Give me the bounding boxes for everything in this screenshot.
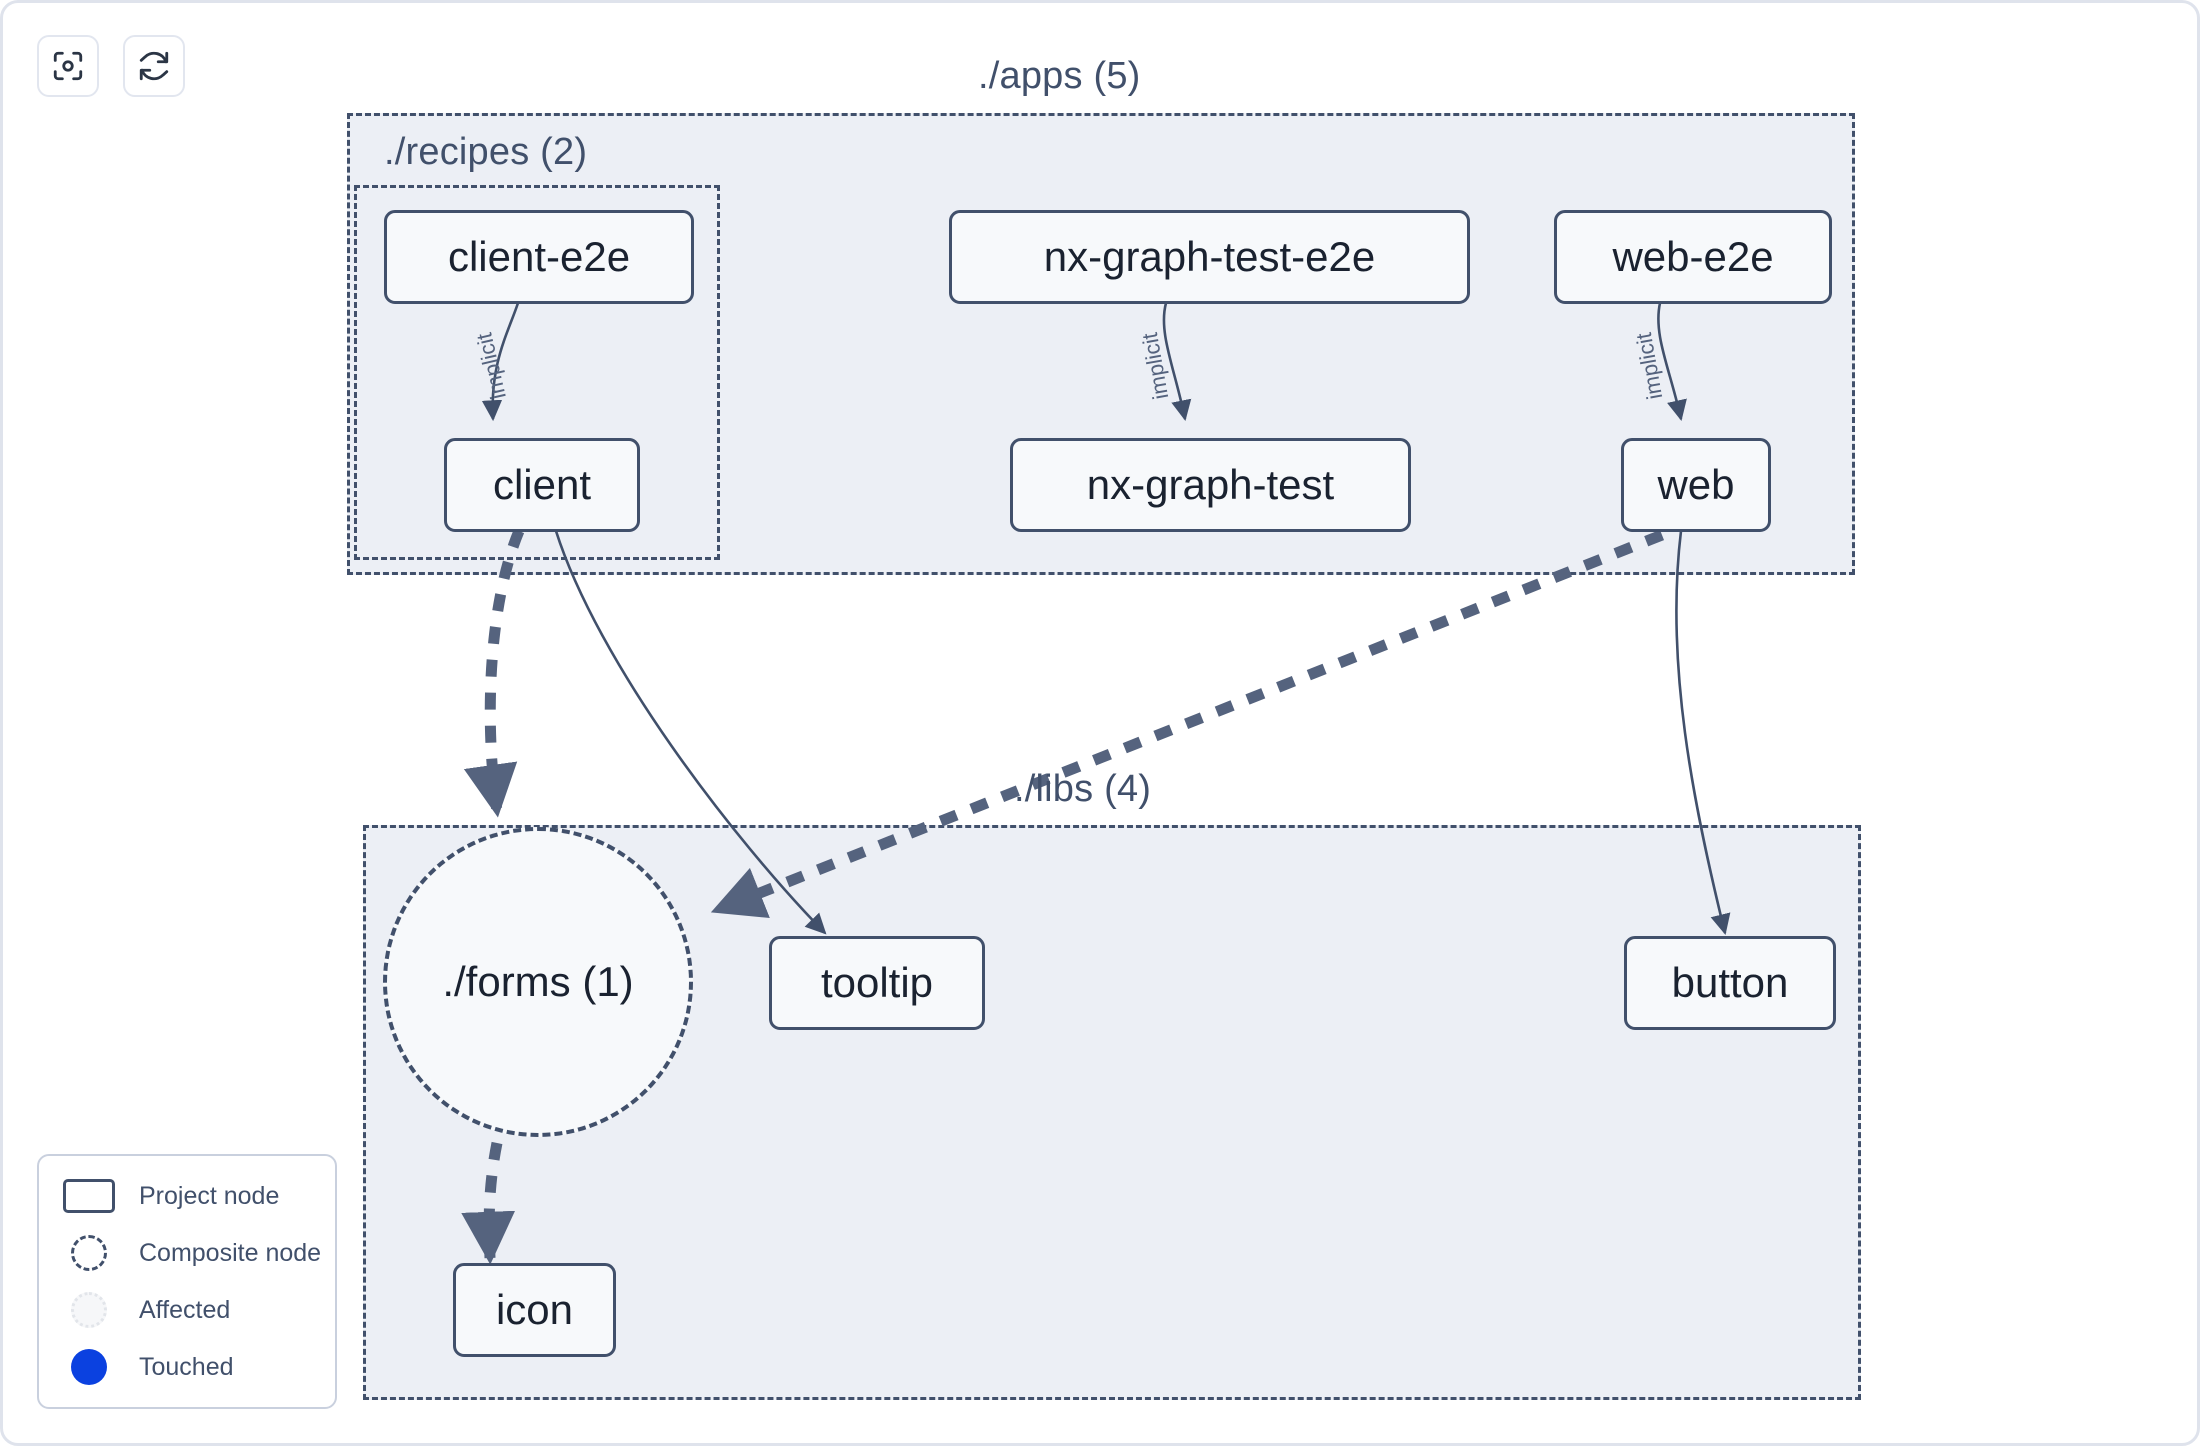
composite-node-swatch: [61, 1235, 117, 1271]
affected-swatch: [61, 1292, 117, 1328]
node-button[interactable]: button: [1624, 936, 1836, 1030]
legend-item-project-node: Project node: [61, 1176, 313, 1216]
legend-label-touched: Touched: [139, 1352, 234, 1381]
graph-legend: Project node Composite node Affected Tou…: [37, 1154, 337, 1409]
node-tooltip[interactable]: tooltip: [769, 936, 985, 1030]
legend-item-touched: Touched: [61, 1347, 313, 1387]
legend-label-composite-node: Composite node: [139, 1238, 322, 1267]
group-label-recipes: ./recipes (2): [384, 131, 588, 173]
node-nx-graph-test[interactable]: nx-graph-test: [1010, 438, 1411, 532]
node-forms-composite[interactable]: ./forms (1): [383, 827, 693, 1137]
node-nx-graph-test-e2e[interactable]: nx-graph-test-e2e: [949, 210, 1470, 304]
legend-item-composite-node: Composite node: [61, 1233, 321, 1273]
node-icon[interactable]: icon: [453, 1263, 616, 1357]
touched-swatch: [61, 1349, 117, 1385]
graph-canvas[interactable]: ./apps (5) ./recipes (2) ./libs (4): [3, 3, 2197, 1443]
graph-toolbar: [37, 35, 185, 97]
focus-target-icon: [51, 49, 85, 83]
legend-label-project-node: Project node: [139, 1181, 280, 1210]
refresh-icon: [137, 49, 171, 83]
node-web-e2e[interactable]: web-e2e: [1554, 210, 1832, 304]
node-client-e2e[interactable]: client-e2e: [384, 210, 694, 304]
focus-target-button[interactable]: [37, 35, 99, 97]
group-label-apps: ./apps (5): [978, 55, 1141, 97]
refresh-button[interactable]: [123, 35, 185, 97]
legend-item-affected: Affected: [61, 1290, 313, 1330]
legend-label-affected: Affected: [139, 1295, 231, 1324]
project-node-swatch: [61, 1179, 117, 1213]
node-web[interactable]: web: [1621, 438, 1771, 532]
node-client[interactable]: client: [444, 438, 640, 532]
group-label-libs: ./libs (4): [1014, 768, 1152, 810]
